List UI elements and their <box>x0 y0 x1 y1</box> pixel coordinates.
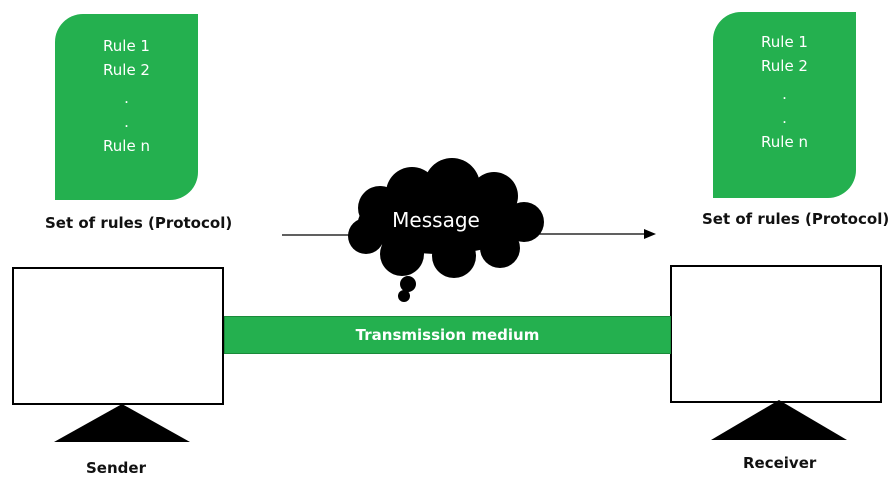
receiver-rules-card: Rule 1 Rule 2 . . Rule n <box>713 12 856 198</box>
sender-rule-line-4: . <box>124 113 129 131</box>
receiver-monitor-stand <box>711 400 847 440</box>
receiver-rule-line-1: Rule 1 <box>761 33 808 51</box>
sender-label: Sender <box>86 459 146 477</box>
transmission-medium-bar: Transmission medium <box>224 316 671 354</box>
receiver-rule-line-4: . <box>782 109 787 127</box>
transmission-medium-label: Transmission medium <box>355 326 540 344</box>
sender-rule-line-5: Rule n <box>103 137 150 155</box>
receiver-monitor <box>670 265 882 403</box>
receiver-protocol-caption: Set of rules (Protocol) <box>702 210 889 228</box>
sender-rule-line-1: Rule 1 <box>103 37 150 55</box>
message-arrow <box>282 229 656 239</box>
sender-rules-card: Rule 1 Rule 2 . . Rule n <box>55 14 198 200</box>
message-arrow-head <box>644 229 656 239</box>
message-label: Message <box>392 208 480 232</box>
sender-rule-line-2: Rule 2 <box>103 61 150 79</box>
receiver-label: Receiver <box>743 454 817 472</box>
sender-monitor-stand <box>54 404 190 442</box>
sender-rule-line-3: . <box>124 89 129 107</box>
receiver-rule-line-5: Rule n <box>761 133 808 151</box>
sender-monitor <box>12 267 224 405</box>
receiver-rule-line-3: . <box>782 85 787 103</box>
sender-protocol-caption: Set of rules (Protocol) <box>45 214 233 232</box>
receiver-rule-line-2: Rule 2 <box>761 57 808 75</box>
message-cloud-icon <box>348 158 544 302</box>
